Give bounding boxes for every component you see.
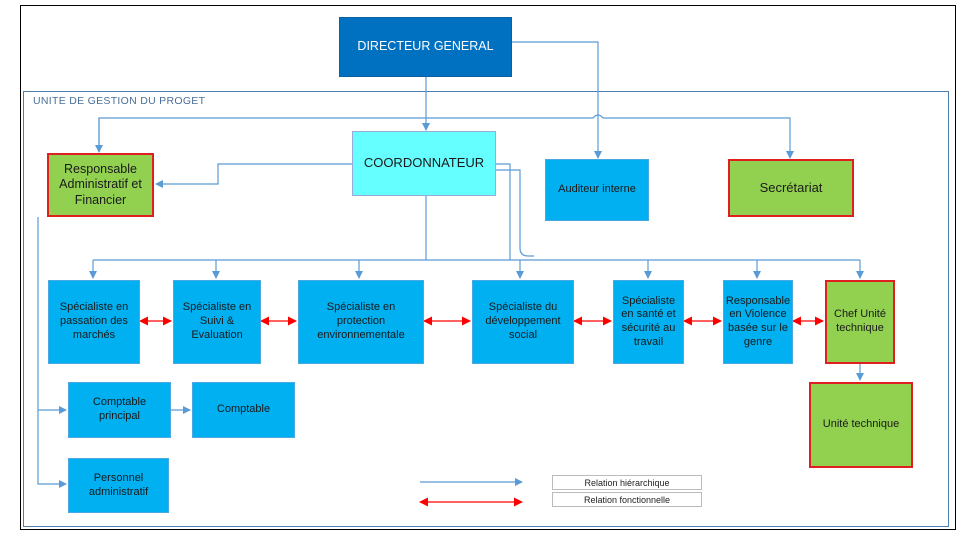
node-responsable-violence-genre: Responsable en Violence basée sur le gen…	[723, 280, 793, 364]
node-comptable: Comptable	[192, 382, 295, 438]
node-specialiste-suivi-evaluation: Spécialiste en Suivi & Evaluation	[173, 280, 261, 364]
line-dg-auditeur	[512, 41, 602, 159]
unit-title: UNITE DE GESTION DU PROGET	[33, 95, 206, 107]
node-secretariat: Secrétariat	[728, 159, 854, 217]
line-raf-secretariat	[98, 114, 794, 159]
node-specialiste-protection-environnementale: Spécialiste en protection environnementa…	[298, 280, 424, 364]
legend-relation-hierarchique: Relation hiérarchique	[552, 475, 702, 490]
line-coord-raf	[155, 163, 352, 188]
node-specialiste-passation: Spécialiste en passation des marchés	[48, 280, 140, 364]
node-specialiste-developpement-social: Spécialiste du développement social	[472, 280, 574, 364]
node-comptable-principal: Comptable principal	[68, 382, 171, 438]
node-unite-technique: Unité technique	[809, 382, 913, 468]
legend-relation-fonctionnelle: Relation fonctionnelle	[552, 492, 702, 507]
node-specialiste-sante-securite: Spécialiste en santé et sécurité au trav…	[613, 280, 684, 364]
node-chef-unite-technique: Chef Unité technique	[825, 280, 895, 364]
node-personnel-administratif: Personnel administratif	[68, 458, 169, 513]
unit-boundary	[23, 91, 949, 527]
node-coordonnateur: COORDONNATEUR	[352, 131, 496, 196]
node-auditeur-interne: Auditeur interne	[545, 159, 649, 221]
outer-frame	[20, 5, 956, 530]
node-directeur-general: DIRECTEUR GENERAL	[339, 17, 512, 77]
line-raf-personnel	[37, 410, 67, 488]
node-responsable-administratif-financier: Responsable Administratif et Financier	[47, 153, 154, 217]
